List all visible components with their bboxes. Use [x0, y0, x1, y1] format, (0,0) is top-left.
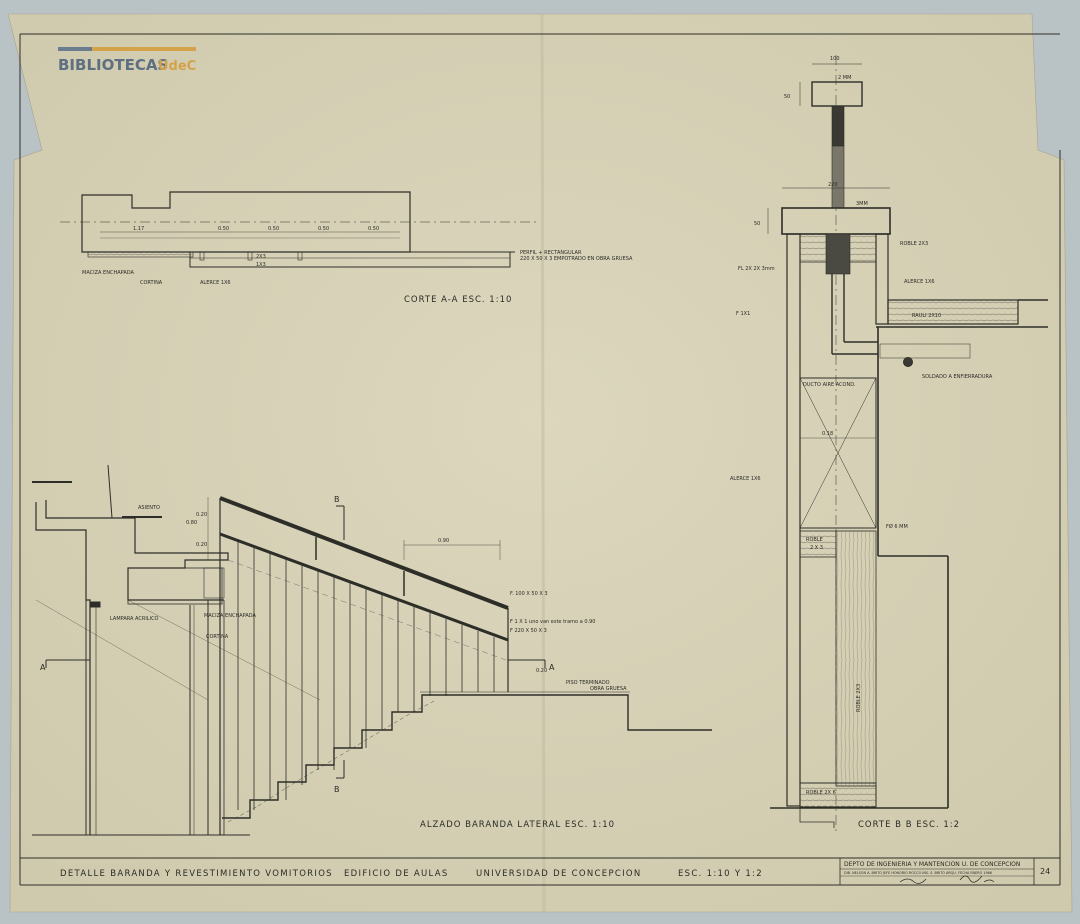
elev-label-piso2: OBRA GRUESA — [590, 686, 627, 692]
bb-label-f1x1: F 1X1 — [736, 311, 750, 317]
section-bb-labels: 100 50 2 MM 220 50 3MM 0.18 ROBLE 2X3 FL… — [730, 56, 993, 830]
elev-marker-a-left: A — [40, 663, 46, 672]
tb-building: EDIFICIO DE AULAS — [344, 869, 449, 879]
bb-label-fe: FØ 6 MM — [886, 523, 908, 530]
logo-tag: UdeC — [158, 59, 196, 74]
elevation-drawing — [32, 464, 712, 836]
elev-stairs — [222, 694, 712, 819]
elev-label-maciza: MACIZA ENCHAPADA — [204, 613, 256, 619]
bb-label-alerce-r: ALERCE 1X6 — [904, 279, 935, 285]
aa-dim-4: 0.50 — [318, 226, 329, 232]
aa-label-perfil: PERFIL + RECTANGULAR — [520, 250, 582, 256]
tb-dept: DEPTO DE INGENIERIA Y MANTENCION U. DE C… — [844, 861, 1020, 868]
elev-marker-b-bottom: B — [334, 785, 340, 794]
aa-label-perfil-spec: 220 X 50 X 3 EMPOTRADO EN OBRA GRUESA — [520, 256, 633, 262]
elev-handrail — [219, 496, 509, 610]
elev-label-asiento: ASIENTO — [138, 505, 160, 511]
elev-marker-b-top: B — [334, 495, 340, 504]
bb-dim-inner: 0.18 — [822, 431, 833, 437]
bb-label-roble-top: ROBLE 2X3 — [900, 241, 928, 247]
logo-accent-bar — [92, 47, 196, 51]
tb-university: UNIVERSIDAD DE CONCEPCION — [476, 869, 642, 879]
bb-label-roble-b: 2 X 3 — [810, 545, 823, 551]
tb-signers: DIB. NELSON A. BRITO JEFE HONORIO ROCCO … — [844, 871, 992, 875]
aa-label-small1: 2X3 — [256, 254, 266, 260]
bb-right-board — [875, 233, 889, 325]
bb-label-soldado: SOLDADO A ENFIERRADURA — [922, 374, 993, 380]
library-logo: BIBLIOTECAS UdeC — [58, 47, 196, 74]
bb-label-roble-a: ROBLE — [806, 537, 823, 543]
elev-lower-rail — [219, 532, 509, 642]
bb-label-roble-v: ROBLE 2X3 — [856, 684, 862, 712]
aa-label-small2: 1X3 — [256, 262, 266, 268]
aa-maciza — [87, 251, 194, 258]
aa-label-alerce: ALERCE 1X6 — [200, 280, 231, 286]
bb-label-fl: FL 2X 2X 3mm — [738, 266, 775, 272]
bb-dim-mid-h: 50 — [754, 221, 760, 227]
elev-dim-v3: 0.20 — [196, 542, 207, 548]
fold-line — [540, 13, 546, 913]
tb-title: DETALLE BARANDA Y REVESTIMIENTO VOMITORI… — [60, 869, 333, 879]
tb-sheet-number: 24 — [1040, 867, 1050, 876]
paper-sheet — [7, 13, 1073, 913]
aa-dim-2: 0.50 — [218, 226, 229, 232]
aa-dim-5: 0.50 — [368, 226, 379, 232]
aa-dim-1: 1.17 — [133, 226, 144, 232]
elev-label-lampara: LAMPARA ACRILICO — [110, 616, 159, 622]
tb-scale: ESC. 1:10 Y 1:2 — [678, 869, 763, 879]
bb-dim-top-h: 50 — [784, 94, 790, 100]
bb-rauli — [887, 299, 1019, 325]
elev-label-f2: F 1 X 1 uno van este tramo a 0.90 — [510, 619, 595, 625]
elev-marker-a-right: A — [549, 663, 555, 672]
bb-dim-top-w: 100 — [830, 56, 840, 62]
bb-rebar — [903, 357, 913, 367]
aa-caption: CORTE A-A ESC. 1:10 — [404, 295, 512, 305]
bb-dim-mid-t: 3MM — [856, 201, 868, 207]
bb-dim-mid-w: 220 — [828, 182, 838, 188]
aa-label-maciza: MACIZA ENCHAPADA — [82, 270, 134, 276]
elev-dim-v2: 0.80 — [186, 520, 197, 526]
elev-caption: ALZADO BARANDA LATERAL ESC. 1:10 — [420, 820, 615, 830]
bb-label-rauli: RAULI 2X10 — [912, 313, 941, 319]
signature — [899, 875, 995, 884]
bb-caption: CORTE B B ESC. 1:2 — [858, 820, 960, 830]
elev-label-cortina: CORTINA — [206, 634, 229, 640]
elev-label-f3: F 220 X 50 X 3 — [510, 628, 547, 634]
bb-roble-vertical — [835, 530, 877, 787]
title-block — [20, 857, 1060, 885]
bb-label-alerce-l: ALERCE 1X6 — [730, 476, 761, 482]
bb-roble-bottom — [799, 782, 877, 808]
elev-dim-v1: 0.20 — [196, 512, 207, 518]
bb-dim-top-t: 2 MM — [838, 75, 851, 81]
section-bb-drawing — [767, 55, 1048, 835]
elev-dim-r: 0.20 — [536, 668, 547, 674]
aa-dim-3: 0.50 — [268, 226, 279, 232]
bb-label-roble-bottom: ROBLE 2X 6 — [806, 790, 836, 796]
elev-label-piso1: PISO TERMINADO — [566, 680, 610, 686]
logo-bar — [58, 47, 92, 51]
bb-ducto — [799, 377, 877, 529]
bb-label-ducto: DUCTO AIRE ACOND. — [803, 382, 856, 388]
section-aa-drawing — [60, 191, 540, 268]
title-block-text: DETALLE BARANDA Y REVESTIMIENTO VOMITORI… — [60, 861, 1050, 884]
aa-rail — [189, 251, 511, 268]
logo-text: BIBLIOTECAS — [58, 56, 168, 74]
sheet-border — [19, 33, 1061, 886]
elevation-labels: ASIENTO LAMPARA ACRILICO MACIZA ENCHAPAD… — [40, 495, 627, 830]
elev-balusters — [237, 541, 495, 810]
elev-label-f1: F. 100 X 50 X 3 — [510, 591, 548, 597]
aa-label-cortina: CORTINA — [140, 280, 163, 286]
elev-dim-top: 0.90 — [438, 538, 449, 544]
aa-dimensions: 1.17 0.50 0.50 0.50 0.50 2X3 1X3 PERFIL … — [82, 226, 633, 305]
